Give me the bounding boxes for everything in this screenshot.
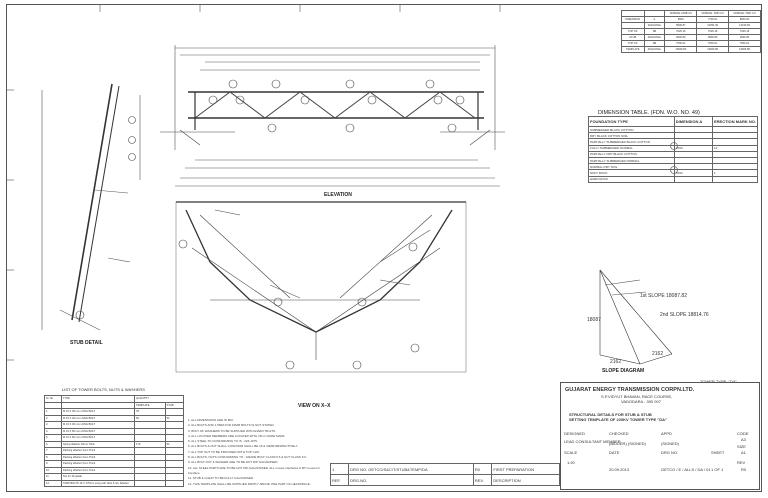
- cell: DRG NO. GETCO/S&C/T/STUB&TEMP/DA: [348, 463, 474, 475]
- note: 1. ALL DIMENSIONS ARE IN MM.: [188, 418, 234, 422]
- consultant-label: LEAD CONSULTANT MEMBER: [564, 439, 621, 444]
- note: 11. STUB & CLEAT TO BE FULLY GALVANISED.: [188, 476, 254, 481]
- code-value: A3: [741, 437, 746, 442]
- cell: R0: [472, 463, 493, 475]
- address-line-2: VADODARA - 390 007: [621, 399, 661, 404]
- cell: 1: [329, 463, 350, 475]
- bolt-table-title: LIST OF TOWER BOLTS, NUTS & WASHERS: [62, 387, 145, 392]
- note: 3. BOLT OF WASHERS TO BE SUPPLIED WITH E…: [188, 428, 276, 433]
- table-row: 1 DRG NO. GETCO/S&C/T/STUB&TEMP/DA R0 FI…: [329, 463, 560, 475]
- rev-head-desc: DESCRIPTION: [491, 474, 560, 486]
- drg-no-value: GETCO / E / ALLS / DA / 01: [661, 467, 711, 472]
- rev-label: REV: [737, 460, 746, 465]
- cell: HARD ROCK: [588, 175, 675, 183]
- table-row: HARD ROCK: [588, 175, 758, 183]
- cell: 12.: [44, 479, 62, 487]
- sheet-label: SHEET: [711, 450, 725, 455]
- view-label: VIEW ON X–X: [298, 403, 331, 409]
- signature-1: (BIDDER) (SIGNED): [609, 441, 646, 446]
- checked-label: CHECKED: [609, 431, 629, 436]
- drawing-title-1: STRUCTURAL DETAILS FOR STUB & STUB: [569, 412, 652, 417]
- designed-label: DESIGNED: [564, 431, 585, 436]
- cell: TEMPLATE: [621, 46, 645, 53]
- slope1-label: 1st SLOPE 18087.82: [640, 293, 687, 299]
- template-dimension-table: NORMAL DWB 3.0 NORMAL TRIN 3.0 NORMAL TR…: [621, 10, 761, 53]
- table-row: 12.STEP BOLTS 16 X 175mm Long with Nuts …: [44, 479, 185, 487]
- note: 6. ALL BOLTS & NUT SHALL CONFORM SHALL B…: [188, 444, 299, 449]
- dim-head-0: FOUNDATION TYPE: [588, 116, 675, 127]
- slope2-label: 2nd SLOPE 18814.76: [660, 312, 709, 318]
- rev-head-drg: DRG.NO.: [348, 474, 474, 486]
- scale-value: 1:20: [567, 460, 575, 465]
- cell: 10606.80: [728, 46, 761, 53]
- drg-no-label: DRG NO.: [661, 450, 679, 455]
- cell: [712, 175, 758, 183]
- cell: [134, 479, 166, 487]
- note: 4. ALL LOCATED MEMBERS ARE LOCATED WITH …: [188, 433, 286, 438]
- cell: 10606.80: [696, 46, 730, 53]
- cell: [164, 479, 185, 487]
- rev-head-ref: REF.: [329, 474, 350, 486]
- stub-detail-label: STUB DETAIL: [70, 340, 103, 346]
- revision-table: 1 DRG NO. GETCO/S&C/T/STUB&TEMP/DA R0 FI…: [329, 463, 560, 486]
- note: 8. ALL BOLTS, NUTS CONFORMING TO : GRADE…: [188, 455, 307, 460]
- slope-diagram-label: SLOPE DIAGRAM: [602, 368, 645, 374]
- title-block: GUJARAT ENERGY TRANSMISSION CORPN.LTD. S…: [560, 382, 760, 490]
- bolt-table: Sl. No. TYPE QUANTITY TEMPLATE STUB 1.M …: [44, 395, 185, 487]
- date-value: 20.09.2013: [609, 467, 630, 472]
- cell: FIRST PREPARATION: [491, 463, 560, 475]
- rev-value: R0: [741, 467, 747, 472]
- base-dim-1: 2162: [610, 359, 622, 365]
- elevation-label: ELEVATION: [324, 192, 352, 198]
- note: 9. ALL BOLT NUT & WASHER ARE TO BE HOT D…: [188, 460, 279, 465]
- note: 2. ALL BOLTS AND 1.5MM FOR 10MM BOLTS IS…: [188, 423, 275, 428]
- sheet-value: 1 OF 1: [711, 467, 724, 472]
- dimension-table: FOUNDATION TYPE DIMENSION A ERECTION MAR…: [588, 116, 758, 183]
- sheet-border: [6, 4, 762, 492]
- note: 5. ALL STEEL TO CONFORMING TO IS : 226-1…: [188, 439, 258, 444]
- approved-label: APPD: [661, 431, 672, 436]
- code-label: CODE: [737, 431, 749, 436]
- size-value: A1: [741, 450, 746, 455]
- signature-2: (SIGNED): [661, 441, 679, 446]
- cell: DIAGONAL: [643, 46, 666, 53]
- cell: [673, 175, 714, 183]
- dimension-table-title: DIMENSION TABLE. (FDN. W.O. NO. 49): [598, 110, 700, 116]
- rev-head-rev: REV.: [472, 474, 493, 486]
- note: 10. ALL STEEL PARTS ARE TO BE HOT DIP GA…: [188, 465, 320, 475]
- address-line-1: S.P.VIDYUT BHAVAN, RACE COURSE,: [601, 394, 673, 399]
- note: 7. ALL TOP NUT TO BE PROVIDED WITH TOP C…: [188, 449, 260, 454]
- drawing-title-2: SETTING TEMPLATE OF 220KV TOWER TYPE "DA…: [569, 417, 667, 422]
- date-label: DATE: [609, 450, 620, 455]
- size-label: SIZE: [737, 444, 746, 449]
- cell: STEP BOLTS 16 X 175mm Long with Nuts & S…: [61, 479, 135, 487]
- notes: 1. ALL DIMENSIONS ARE IN MM. 2. ALL BOLT…: [188, 418, 328, 487]
- cell: 10606.80: [664, 46, 698, 53]
- dim-head-2: ERECTION MARK NO.: [712, 116, 758, 127]
- scale-label: SCALE: [564, 450, 578, 455]
- tower-type-label: TOWER TYPE: "DA": [700, 379, 737, 384]
- vertical-dim-label: 18087: [587, 317, 601, 323]
- dim-head-1: DIMENSION A: [673, 116, 714, 127]
- company-name: GUJARAT ENERGY TRANSMISSION CORPN.LTD.: [565, 387, 695, 393]
- base-dim-2: 2162: [652, 351, 664, 357]
- note: 12. THIS TEMPLATE SHALL BE SUPPLIED PART…: [188, 481, 311, 486]
